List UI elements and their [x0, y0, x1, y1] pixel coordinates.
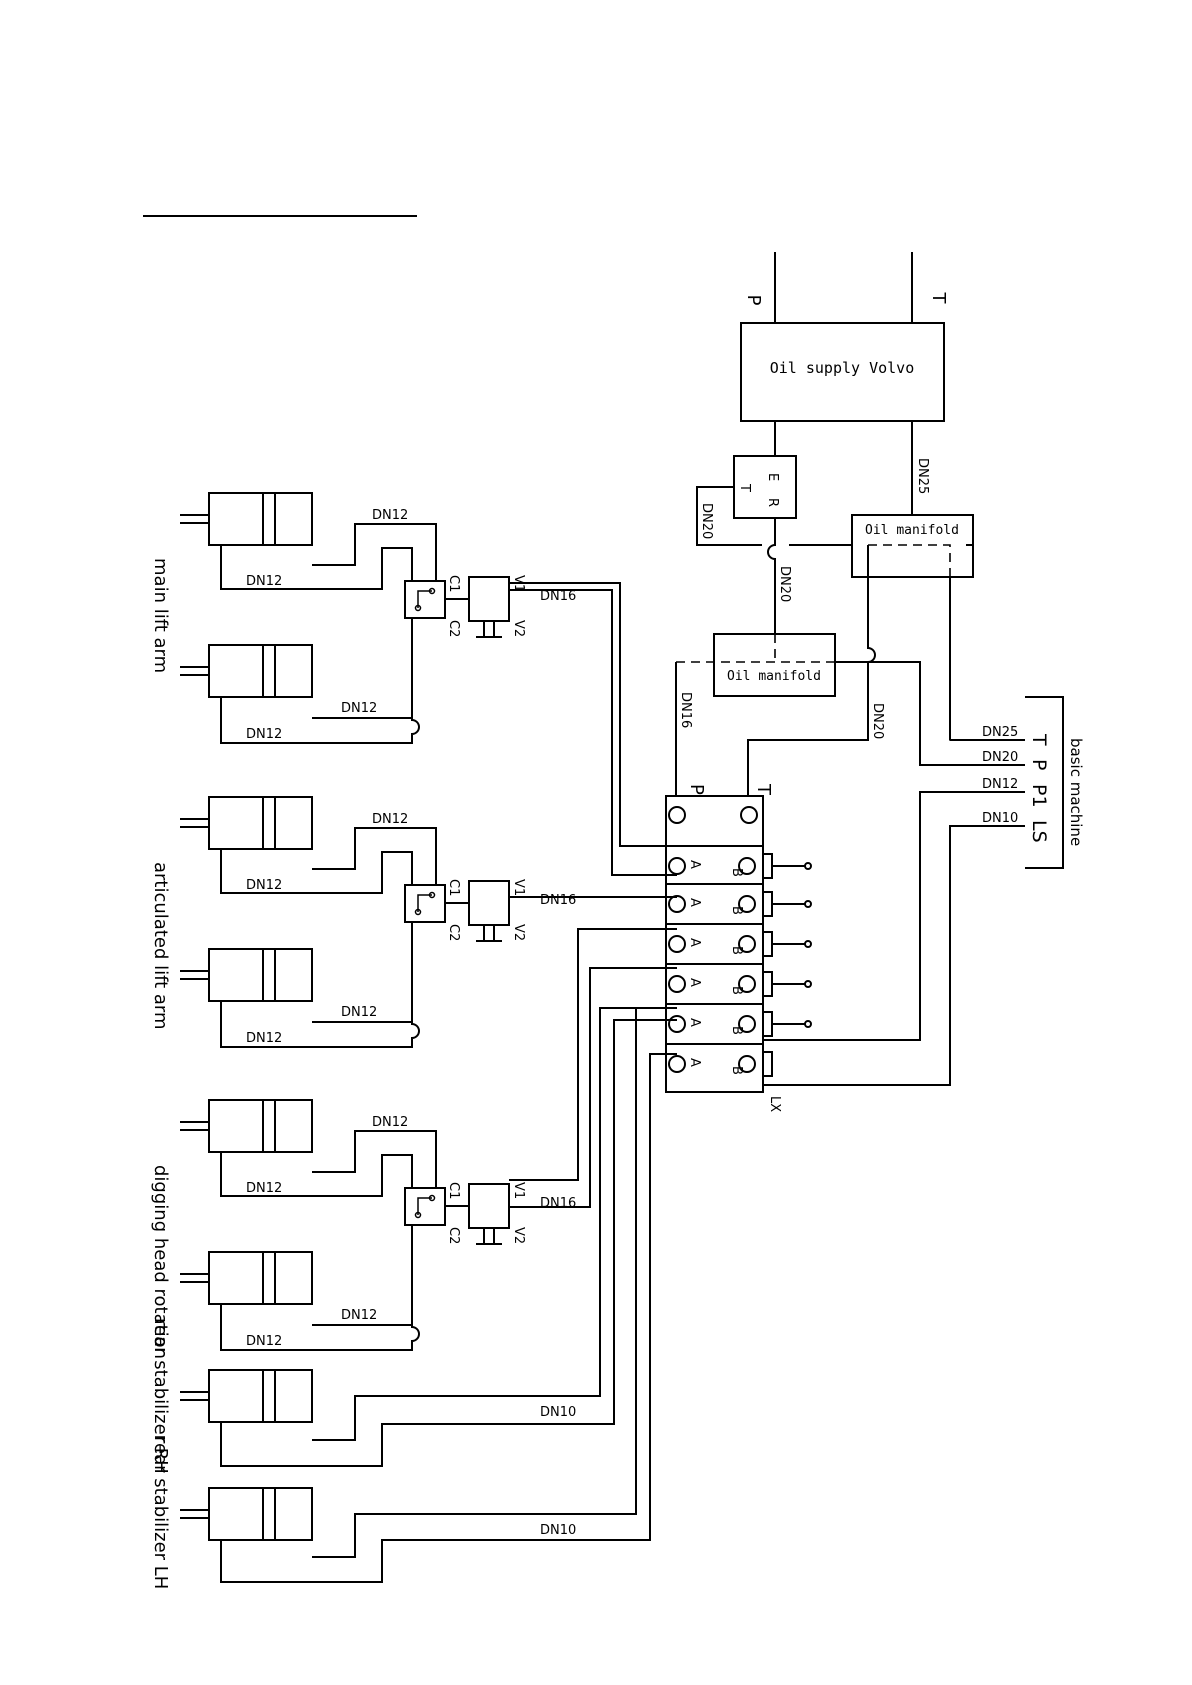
svg-text:DN12: DN12 — [372, 812, 408, 827]
svg-text:DN10: DN10 — [982, 811, 1018, 826]
stabilizer-groups: DN10 rear stabilizer RH DN10 rear stabilize… — [150, 1007, 677, 1589]
svg-text:DN12: DN12 — [341, 1005, 377, 1020]
svg-text:B: B — [729, 986, 744, 995]
svg-text:DN20: DN20 — [982, 750, 1018, 765]
svg-text:V2: V2 — [511, 1227, 526, 1244]
svg-text:A: A — [687, 1018, 702, 1027]
oil-supply-label: Oil supply Volvo — [770, 359, 915, 377]
stabilizer-1: DN10 rear stabilizer RH — [150, 1318, 576, 1474]
svg-text:DN12: DN12 — [341, 701, 377, 716]
svg-text:Oil manifold: Oil manifold — [865, 523, 959, 538]
basic-machine-label: basic machine — [1067, 738, 1085, 846]
basic-machine: DN25 DN20 DN12 DN10 T P P1 LS basic mach… — [763, 696, 1085, 1086]
svg-text:B: B — [729, 868, 744, 877]
svg-text:V2: V2 — [511, 620, 526, 637]
supply-port-t: T — [928, 292, 949, 305]
svg-text:A: A — [687, 898, 702, 907]
svg-text:DN12: DN12 — [246, 1181, 282, 1196]
svg-text:DN12: DN12 — [246, 878, 282, 893]
oil-supply: Oil supply Volvo P T DN25 — [740, 252, 949, 545]
svg-text:DN10: DN10 — [540, 1523, 576, 1538]
p-feed-line-label: DN16 — [678, 692, 693, 728]
svg-text:LS: LS — [1028, 820, 1050, 843]
stabilizer-2: DN10 rear stabilizer LH — [150, 1436, 576, 1589]
svg-text:DN25: DN25 — [982, 725, 1018, 740]
svg-text:C1: C1 — [446, 575, 461, 592]
svg-text:DN12: DN12 — [246, 1031, 282, 1046]
svg-text:R: R — [765, 498, 780, 507]
svg-text:B: B — [729, 1026, 744, 1035]
svg-text:LX: LX — [767, 1096, 782, 1112]
group-2: DN12DN12DN12DN12DN16C1C2V1V2articulated … — [150, 796, 576, 1048]
valve-section-6: AB — [668, 1051, 773, 1077]
group-label: digging head rotation — [150, 1165, 171, 1359]
svg-text:DN12: DN12 — [246, 1334, 282, 1349]
supply-tank-line-label: DN25 — [915, 458, 930, 494]
svg-text:A: A — [687, 1058, 702, 1067]
stabilizer-label: rear stabilizer LH — [150, 1436, 171, 1589]
svg-text:P: P — [1028, 759, 1050, 770]
svg-text:V2: V2 — [511, 924, 526, 941]
stabilizer-label: rear stabilizer RH — [150, 1318, 171, 1474]
svg-text:T: T — [737, 483, 752, 492]
svg-text:C1: C1 — [446, 1182, 461, 1199]
svg-text:P1: P1 — [1028, 784, 1050, 808]
valve-section-5: AB — [668, 1011, 812, 1037]
svg-text:A: A — [687, 860, 702, 869]
svg-text:DN20: DN20 — [777, 566, 792, 602]
svg-text:DN12: DN12 — [246, 574, 282, 589]
svg-text:DN16: DN16 — [540, 1196, 576, 1211]
svg-text:V1: V1 — [511, 1182, 526, 1199]
valve-section-1: AB — [668, 853, 812, 879]
p-feed2-line-label: DN20 — [870, 703, 885, 739]
svg-text:A: A — [687, 938, 702, 947]
svg-text:A: A — [687, 978, 702, 987]
svg-text:C2: C2 — [446, 620, 461, 637]
svg-text:T: T — [753, 783, 774, 796]
svg-text:DN16: DN16 — [540, 589, 576, 604]
valve-section-3: AB — [668, 931, 812, 957]
svg-text:C2: C2 — [446, 924, 461, 941]
oil-supply-box — [740, 322, 945, 422]
svg-text:DN10: DN10 — [540, 1405, 576, 1420]
oil-manifold-2: Oil manifold DN16 DN20 — [675, 633, 1025, 796]
svg-text:Oil manifold: Oil manifold — [727, 669, 821, 684]
valve-block: P T LX — [665, 783, 782, 1112]
svg-text:T: T — [1028, 733, 1050, 746]
svg-text:DN20: DN20 — [699, 503, 714, 539]
svg-text:DN12: DN12 — [341, 1308, 377, 1323]
svg-text:DN16: DN16 — [540, 893, 576, 908]
svg-text:V1: V1 — [511, 879, 526, 896]
svg-text:B: B — [729, 946, 744, 955]
svg-text:B: B — [729, 1066, 744, 1075]
svg-text:E: E — [765, 473, 780, 481]
svg-text:P: P — [686, 784, 707, 795]
svg-text:B: B — [729, 906, 744, 915]
valve-section-4: AB — [668, 971, 812, 997]
svg-text:DN12: DN12 — [372, 1115, 408, 1130]
svg-text:C2: C2 — [446, 1227, 461, 1244]
svg-text:C1: C1 — [446, 879, 461, 896]
svg-text:DN12: DN12 — [372, 508, 408, 523]
svg-text:DN12: DN12 — [246, 727, 282, 742]
svg-text:DN12: DN12 — [982, 777, 1018, 792]
supply-port-p: P — [743, 295, 764, 306]
group-label: main lift arm — [150, 558, 171, 673]
group-label: articulated lift arm — [150, 862, 171, 1030]
